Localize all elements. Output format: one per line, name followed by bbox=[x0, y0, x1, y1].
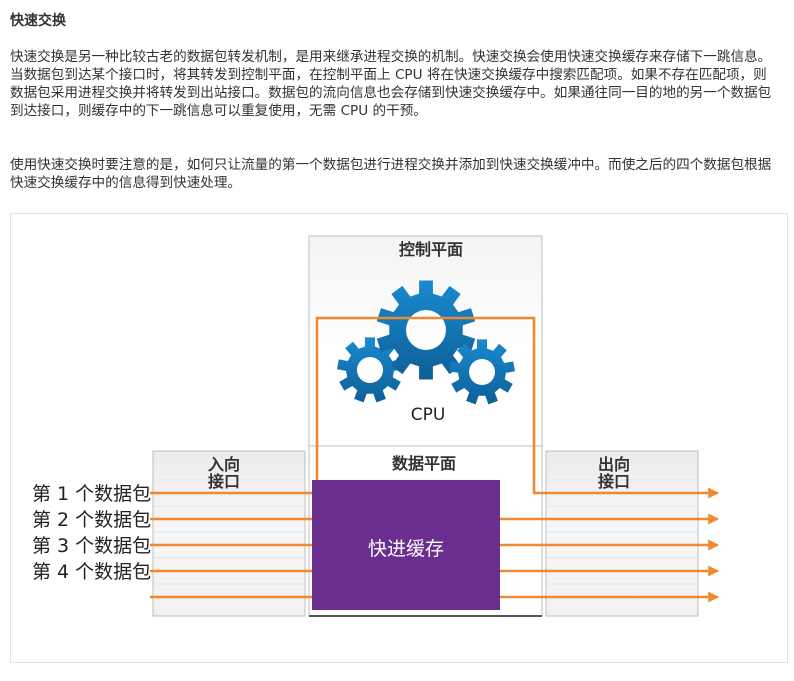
packet-label: 第 1 个数据包 bbox=[32, 483, 151, 505]
data-plane-title: 数据平面 bbox=[392, 454, 456, 473]
ingress-label-line2: 接口 bbox=[208, 472, 240, 491]
ingress-label-line1: 入向 bbox=[208, 455, 240, 474]
packet-label: 第 4 个数据包 bbox=[32, 561, 151, 583]
control-plane-title: 控制平面 bbox=[399, 240, 463, 259]
control-plane-box: 控制平面 bbox=[308, 235, 543, 447]
ingress-interface-box: 入向 接口 bbox=[152, 450, 306, 617]
egress-label-line2: 接口 bbox=[598, 472, 630, 491]
cpu-label: CPU bbox=[411, 405, 446, 425]
intro-paragraph: 快速交换是另一种比较古老的数据包转发机制，是用来继承进程交换的机制。快速交换会使… bbox=[10, 49, 772, 119]
packet-labels: 第 1 个数据包 第 2 个数据包 第 3 个数据包 第 4 个数据包 bbox=[32, 483, 151, 583]
gear-icon bbox=[449, 339, 515, 405]
page-title: 快速交换 bbox=[10, 13, 66, 29]
packet-label: 第 3 个数据包 bbox=[32, 535, 151, 557]
egress-interface-box: 出向 接口 bbox=[545, 450, 699, 617]
packet-label: 第 2 个数据包 bbox=[32, 509, 151, 531]
gear-icon bbox=[376, 280, 476, 380]
gear-icon bbox=[337, 337, 403, 403]
fast-cache-label: 快进缓存 bbox=[368, 538, 444, 560]
gear-icon bbox=[337, 280, 515, 405]
process-switching-path bbox=[150, 316, 720, 499]
fast-cache-block: 快进缓存 bbox=[312, 480, 500, 610]
egress-label-line1: 出向 bbox=[598, 455, 630, 474]
note-paragraph: 使用快速交换时要注意的是，如何只让流量的第一个数据包进行进程交换并添加到快速交换… bbox=[10, 157, 772, 191]
